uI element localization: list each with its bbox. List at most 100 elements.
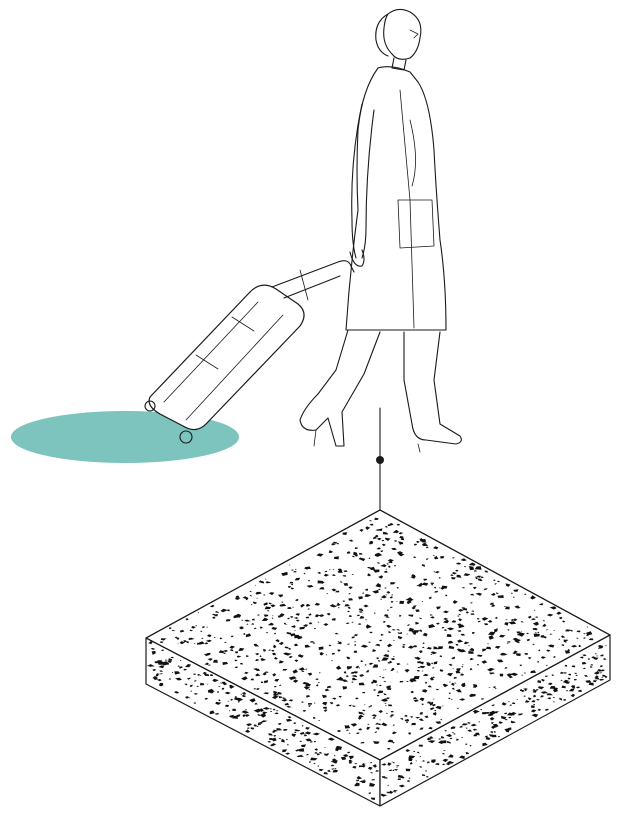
terrazzo-chip <box>374 731 377 733</box>
terrazzo-chip <box>485 736 491 740</box>
terrazzo-chip <box>263 594 266 596</box>
terrazzo-chip <box>278 641 284 645</box>
terrazzo-chip <box>406 633 409 635</box>
terrazzo-chip <box>468 651 474 654</box>
terrazzo-chip <box>481 660 488 664</box>
terrazzo-chip <box>428 726 433 730</box>
terrazzo-chip <box>516 631 520 634</box>
terrazzo-chip <box>387 747 390 750</box>
terrazzo-chip <box>184 683 187 685</box>
terrazzo-chip <box>427 761 430 764</box>
terrazzo-chip <box>288 564 291 566</box>
terrazzo-chip <box>415 760 417 762</box>
terrazzo-chip <box>501 702 507 706</box>
terrazzo-chip <box>287 607 292 609</box>
terrazzo-chip <box>390 600 394 603</box>
terrazzo-chip <box>372 569 380 573</box>
terrazzo-chip <box>226 609 230 612</box>
terrazzo-chip <box>447 673 454 677</box>
terrazzo-chip <box>422 689 428 693</box>
terrazzo-chip <box>512 637 518 641</box>
terrazzo-chip <box>575 686 581 689</box>
terrazzo-chip <box>259 626 263 629</box>
terrazzo-chip <box>176 637 180 640</box>
terrazzo-chip <box>412 556 417 558</box>
terrazzo-chip <box>385 568 388 570</box>
terrazzo-chip <box>494 646 501 649</box>
terrazzo-chip <box>414 543 418 546</box>
terrazzo-chip <box>419 756 422 757</box>
terrazzo-chip <box>348 598 353 601</box>
terrazzo-chip <box>284 646 289 649</box>
terrazzo-chip <box>284 572 288 574</box>
terrazzo-chip <box>511 622 516 625</box>
terrazzo-chip <box>392 531 396 533</box>
terrazzo-chip <box>260 713 266 718</box>
terrazzo-chip <box>600 654 604 657</box>
terrazzo-chip <box>220 608 228 613</box>
terrazzo-chip <box>496 580 500 583</box>
terrazzo-chip <box>540 695 545 698</box>
terrazzo-chip <box>324 570 328 573</box>
terrazzo-chip <box>281 738 285 743</box>
terrazzo-chip <box>384 570 388 573</box>
terrazzo-chip <box>415 621 419 625</box>
terrazzo-chip <box>235 597 241 600</box>
terrazzo-chip <box>385 526 388 528</box>
terrazzo-chip <box>257 723 262 726</box>
terrazzo-chip <box>445 762 451 766</box>
terrazzo-chip <box>274 656 278 660</box>
terrazzo-chip <box>305 727 310 730</box>
terrazzo-chip <box>188 697 191 699</box>
terrazzo-chip <box>395 765 400 767</box>
terrazzo-chip <box>206 683 209 685</box>
terrazzo-chip <box>387 785 389 787</box>
terrazzo-chip <box>301 670 305 672</box>
terrazzo-chip <box>375 529 380 531</box>
terrazzo-chip <box>388 790 394 794</box>
terrazzo-chip <box>265 671 269 673</box>
terrazzo-chip <box>298 748 305 752</box>
terrazzo-chip <box>463 573 471 576</box>
terrazzo-chip <box>427 740 436 744</box>
terrazzo-chip <box>307 672 313 676</box>
terrazzo-chip <box>334 632 339 635</box>
terrazzo-chip <box>442 752 445 755</box>
terrazzo-chip <box>263 680 268 684</box>
terrazzo-chip <box>398 532 404 535</box>
terrazzo-chip <box>531 700 536 703</box>
terrazzo-chip <box>392 762 395 764</box>
terrazzo-chip <box>519 664 522 667</box>
terrazzo-chip <box>519 689 523 691</box>
terrazzo-chip <box>566 690 569 692</box>
terrazzo-chip <box>354 671 358 674</box>
terrazzo-chip <box>355 732 360 735</box>
terrazzo-chip <box>367 573 371 577</box>
terrazzo-chip <box>475 576 478 578</box>
terrazzo-chip <box>359 611 363 613</box>
terrazzo-chip <box>158 661 163 665</box>
terrazzo-chip <box>264 603 268 606</box>
terrazzo-chip <box>396 766 398 768</box>
terrazzo-chip <box>387 643 393 648</box>
terrazzo-chip <box>438 577 442 579</box>
terrazzo-chip <box>189 629 194 632</box>
terrazzo-chip <box>376 657 379 660</box>
terrazzo-chip <box>524 653 528 655</box>
terrazzo-chip <box>329 569 331 571</box>
terrazzo-chip <box>383 531 389 535</box>
terrazzo-chip <box>523 695 526 697</box>
terrazzo-chip <box>504 712 507 715</box>
terrazzo-chip <box>433 586 436 589</box>
terrazzo-chip <box>532 627 538 631</box>
terrazzo-chip <box>506 712 513 716</box>
terrazzo-chip <box>399 717 404 720</box>
terrazzo-chip <box>416 540 420 543</box>
terrazzo-chip <box>193 673 196 675</box>
terrazzo-chip <box>448 640 454 644</box>
terrazzo-chip <box>468 565 472 567</box>
terrazzo-chip <box>477 618 480 620</box>
terrazzo-chip <box>193 643 196 644</box>
terrazzo-chip <box>386 791 391 794</box>
terrazzo-chip <box>414 657 418 659</box>
